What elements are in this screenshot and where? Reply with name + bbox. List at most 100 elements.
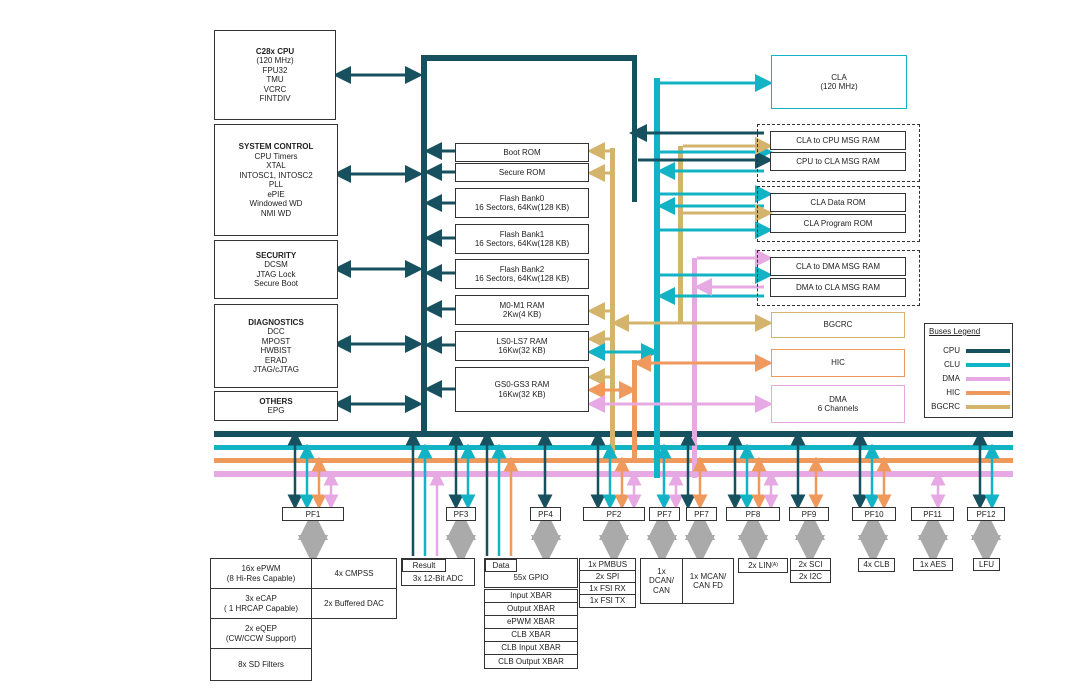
diagnostics-title: DIAGNOSTICS [248, 317, 304, 327]
pf2-label: 2x SPI [595, 571, 620, 581]
xbar-label: CLB Output XBAR [498, 656, 564, 666]
cpu-top-drop [632, 55, 637, 202]
clb-label: 4x CLB [863, 560, 890, 570]
pf7b-box: PF7 [686, 507, 717, 521]
dcan-block: 1x DCAN/ CAN [640, 558, 683, 604]
gpio-block: Data 55x GPIO [484, 558, 578, 588]
security-line: Secure Boot [253, 279, 299, 288]
gs-ram-label: GS0-GS3 RAM [494, 380, 550, 389]
clu-vertical [654, 78, 660, 478]
dma-bus [214, 471, 1013, 477]
m0-m1-ram-size: 2Kw(4 KB) [502, 310, 542, 319]
secure-rom: Secure ROM [455, 163, 589, 182]
xbar-label: Input XBAR [510, 591, 552, 601]
cla-rom-group [757, 186, 920, 242]
security-line: DCSM [264, 260, 288, 269]
system-control-line: XTAL [266, 161, 286, 170]
others-line: EPG [267, 406, 285, 415]
eqep-cell: 2x eQEP (CW/CCW Support) [210, 618, 312, 649]
epwm-cell: 16x ePWM (8 Hi-Res Capable) [210, 558, 312, 589]
xbar-label: CLB Input XBAR [501, 643, 561, 653]
i2c-label: 2x I2C [798, 571, 823, 581]
cla-block: CLA (120 MHz) [771, 55, 907, 109]
mcan-line: 1x MCAN/ [689, 571, 727, 581]
bgcrc-vertical-2 [678, 146, 683, 324]
legend-item-hic: HIC [925, 388, 1014, 398]
others-title: OTHERS [259, 396, 293, 406]
cell-line: (CW/CCW Support) [225, 633, 297, 643]
dac-cell: 2x Buffered DAC [311, 588, 397, 619]
dma-vertical [692, 258, 697, 478]
pf-label: PF10 [864, 509, 884, 519]
cla-to-cpu-msg-ram: CLA to CPU MSG RAM [770, 131, 906, 150]
pf12-box: PF12 [967, 507, 1005, 521]
pf8-box: PF8 [726, 507, 780, 521]
system-control-title: SYSTEM CONTROL [238, 142, 314, 151]
system-control-line: INTOSC1, INTOSC2 [239, 170, 313, 180]
security-line: JTAG Lock [256, 269, 296, 279]
legend-swatch [966, 391, 1010, 395]
cpu-top-horizontal [421, 55, 637, 61]
cpu-title: C28x CPU [255, 46, 295, 56]
system-control-line: NMI WD [260, 208, 292, 218]
pf-label: PF1 [305, 509, 321, 519]
legend-swatch [966, 405, 1010, 409]
legend-title: Buses Legend [929, 327, 981, 336]
cpu-to-cla-msg-ram-label: CPU to CLA MSG RAM [796, 156, 880, 166]
m0-m1-ram: M0-M1 RAM 2Kw(4 KB) [455, 295, 589, 325]
gpio-data: Data [485, 559, 517, 572]
cell-line: 4x CMPSS [334, 568, 374, 578]
cla-program-rom-label: CLA Program ROM [803, 218, 873, 228]
system-control-line: CPU Timers [254, 151, 298, 161]
flash-bank0-label: Flash Bank0 [499, 193, 545, 203]
mcan-block: 1x MCAN/ CAN FD [682, 558, 734, 604]
cpu-line: FINTDIV [259, 94, 291, 103]
secure-rom-label: Secure ROM [498, 167, 546, 177]
flash-bank2-size: 16 Sectors, 64Kw(128 KB) [474, 274, 570, 283]
security-block: SECURITY DCSM JTAG Lock Secure Boot [214, 240, 338, 299]
pf4-box: PF4 [530, 507, 561, 521]
buses-legend: Buses Legend CPU CLU DMA HIC BGCRC [924, 323, 1013, 418]
xbar-item: ePWM XBAR [484, 615, 578, 629]
legend-label: BGCRC [931, 402, 960, 411]
pf-label: PF2 [606, 509, 622, 519]
legend-swatch [966, 363, 1010, 367]
legend-swatch [966, 349, 1010, 353]
cla-freq: (120 MHz) [820, 82, 858, 91]
others-block: OTHERS EPG [214, 391, 338, 421]
ls-ram-size: 16Kw(32 KB) [498, 346, 546, 355]
adc-result: Result [402, 559, 446, 572]
ls-ram: LS0-LS7 RAM 16Kw(32 KB) [455, 331, 589, 361]
pf10-box: PF10 [852, 507, 896, 521]
xbar-item: CLB Input XBAR [484, 641, 578, 655]
dma-channels: 6 Channels [817, 404, 859, 413]
ecap-cell: 3x eCAP ( 1 HRCAP Capable) [210, 588, 312, 619]
cmpss-cell: 4x CMPSS [311, 558, 397, 589]
pf-label: PF8 [745, 509, 761, 519]
cell-line: 2x eQEP [244, 624, 277, 633]
pf7-box: PF7 [649, 507, 680, 521]
pf-label: PF4 [538, 509, 553, 519]
cla-to-dma-msg-ram-label: CLA to DMA MSG RAM [795, 261, 881, 271]
cell-line: 8x SD Filters [238, 659, 284, 669]
legend-item-bgcrc: BGCRC [925, 402, 1014, 412]
xbar-label: ePWM XBAR [506, 617, 555, 627]
i2c-block: 2x I2C [790, 570, 831, 583]
cla-to-cpu-msg-ram-label: CLA to CPU MSG RAM [796, 135, 880, 145]
cell-line: (8 Hi-Res Capable) [226, 573, 296, 583]
adc-block: Result 3x 12-Bit ADC [401, 558, 475, 586]
xbar-item: Input XBAR [484, 589, 578, 603]
pf2-item: 1x FSI TX [579, 594, 636, 608]
system-control-line: PLL [268, 180, 284, 189]
flash-bank0-size: 16 Sectors, 64Kw(128 KB) [474, 203, 570, 212]
xbar-label: Output XBAR [506, 604, 556, 614]
pf3-box: PF3 [446, 507, 476, 521]
lfu-label: LFU [978, 559, 995, 569]
cell-line: 2x Buffered DAC [324, 598, 384, 608]
dcan-line: 1x [657, 566, 666, 576]
gpio-label: 55x GPIO [513, 573, 549, 583]
pf2-label: 1x FSI TX [589, 596, 626, 606]
flash-bank0: Flash Bank0 16 Sectors, 64Kw(128 KB) [455, 188, 589, 218]
cell-line: 16x ePWM [241, 564, 281, 573]
